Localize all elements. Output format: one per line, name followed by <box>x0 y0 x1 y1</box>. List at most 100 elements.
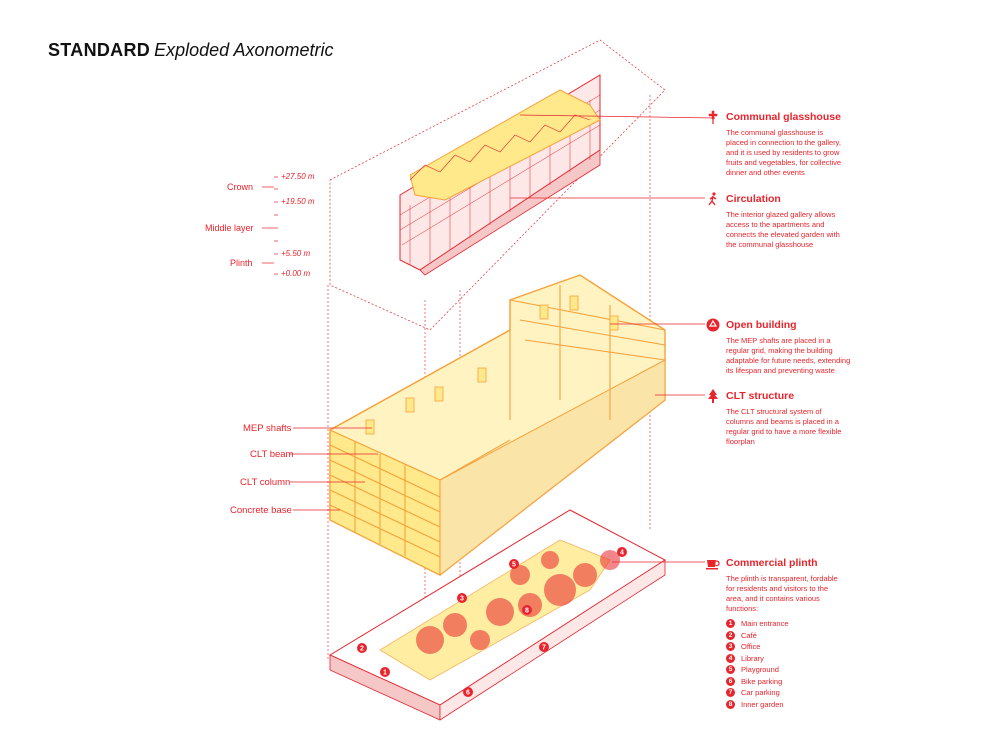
function-label: Office <box>741 642 761 652</box>
marker-3: 3 <box>457 593 467 603</box>
marker-5: 5 <box>509 559 519 569</box>
clt-structure-block <box>329 274 666 577</box>
svg-text:1: 1 <box>383 670 387 677</box>
function-label: Bike parking <box>741 676 783 686</box>
info-line: functions: <box>726 604 759 613</box>
info-description: The CLT structural system of columns and… <box>726 407 871 447</box>
recycle-icon <box>706 318 720 332</box>
info-line: fruits and vegetables, for collective <box>726 158 842 167</box>
label-concrete-base: Concrete base <box>230 505 292 516</box>
info-title: Commercial plinth <box>726 557 818 569</box>
label-clt-beam: CLT beam <box>250 449 294 460</box>
marker-2: 2 <box>357 643 367 653</box>
svg-text:7: 7 <box>542 645 546 652</box>
function-number: 3 <box>726 642 735 652</box>
info-line: The interior glazed gallery allows <box>726 210 836 219</box>
info-line: The CLT structural system of <box>726 407 822 416</box>
tree-icon <box>708 389 718 403</box>
elevation-value-5: +5.50 m <box>281 249 311 258</box>
svg-text:8: 8 <box>525 608 529 615</box>
function-number: 1 <box>726 619 735 629</box>
crown-volume <box>329 39 666 331</box>
flower-icon <box>708 110 718 124</box>
info-line: for residents and visitors to the <box>726 584 829 593</box>
info-description: The communal glasshouse is placed in con… <box>726 128 871 178</box>
marker-8: 8 <box>522 605 532 615</box>
function-item: 1 Main entrance <box>726 618 789 630</box>
info-commercial-plinth: Commercial plinth The plinth is transpar… <box>706 556 871 614</box>
info-line: connects the elevated garden with <box>726 230 840 239</box>
info-line: the communal glasshouse <box>726 240 814 249</box>
info-line: and it is used by residents to grow <box>726 148 840 157</box>
svg-text:2: 2 <box>360 646 364 653</box>
marker-4: 4 <box>617 547 627 557</box>
function-item: 8 Inner garden <box>726 699 789 711</box>
function-label: Inner garden <box>741 699 784 709</box>
info-title: Open building <box>726 319 797 331</box>
function-item: 6 Bike parking <box>726 676 789 688</box>
svg-text:3: 3 <box>460 596 464 603</box>
info-line: adaptable for future needs, extending <box>726 356 851 365</box>
function-number: 2 <box>726 630 735 640</box>
function-label: Playground <box>741 665 779 675</box>
info-clt-structure: CLT structure The CLT structural system … <box>706 389 871 447</box>
info-description: The interior glazed gallery allows acces… <box>726 210 871 250</box>
info-description: The MEP shafts are placed in a regular g… <box>726 336 871 376</box>
info-communal-glasshouse: Communal glasshouse The communal glassho… <box>706 110 871 178</box>
info-line: columns and beams is placed in a <box>726 417 839 426</box>
function-label: Café <box>741 630 757 640</box>
info-title: CLT structure <box>726 390 795 402</box>
label-clt-column: CLT column <box>240 477 291 488</box>
info-line: The MEP shafts are placed in a <box>726 336 831 345</box>
info-line: The communal glasshouse is <box>726 128 824 137</box>
marker-6: 6 <box>463 687 473 697</box>
info-line: regular grid to have a more flexible <box>726 427 842 436</box>
elevation-label-middle: Middle layer <box>205 223 254 233</box>
title-italic: Exploded Axonometric <box>154 40 334 60</box>
info-title: Communal glasshouse <box>726 111 841 123</box>
info-circulation: Circulation The interior glazed gallery … <box>706 192 871 250</box>
commercial-plinth <box>328 509 666 721</box>
svg-text:6: 6 <box>466 690 470 697</box>
info-line: its lifespan and preventing waste <box>726 366 835 375</box>
info-description: The plinth is transparent, fordable for … <box>726 574 871 614</box>
svg-text:5: 5 <box>512 562 516 569</box>
elevation-value-19: +19.50 m <box>281 197 315 206</box>
info-line: The plinth is transparent, fordable <box>726 574 838 583</box>
function-label: Car parking <box>741 688 780 698</box>
info-line: placed in connection to the gallery, <box>726 138 841 147</box>
elevation-scale <box>262 176 278 275</box>
function-item: 7 Car parking <box>726 687 789 699</box>
function-number: 7 <box>726 688 735 698</box>
svg-text:4: 4 <box>620 550 624 557</box>
label-mep-shafts: MEP shafts <box>243 423 292 434</box>
info-line: area, and it contains various <box>726 594 820 603</box>
function-item: 4 Library <box>726 653 789 665</box>
walking-person-icon <box>708 192 717 206</box>
function-number: 8 <box>726 699 735 709</box>
coffee-cup-icon <box>706 560 720 570</box>
info-title: Circulation <box>726 193 781 205</box>
info-open-building: Open building The MEP shafts are placed … <box>706 318 871 376</box>
info-line: floorplan <box>726 437 755 446</box>
function-item: 2 Café <box>726 630 789 642</box>
function-number: 4 <box>726 653 735 663</box>
function-label: Library <box>741 653 764 663</box>
elevation-value-27: +27.50 m <box>281 172 315 181</box>
info-line: dinner and other events <box>726 168 805 177</box>
title-bold: STANDARD <box>48 40 151 60</box>
function-number: 5 <box>726 665 735 675</box>
leader-lines <box>290 114 716 563</box>
function-item: 3 Office <box>726 641 789 653</box>
marker-7: 7 <box>539 642 549 652</box>
function-label: Main entrance <box>741 619 789 629</box>
function-item: 5 Playground <box>726 664 789 676</box>
info-line: access to the apartments and <box>726 220 825 229</box>
info-line: regular grid, making the building <box>726 346 833 355</box>
elevation-label-plinth: Plinth <box>230 258 253 268</box>
marker-1: 1 <box>380 667 390 677</box>
function-number: 6 <box>726 676 735 686</box>
